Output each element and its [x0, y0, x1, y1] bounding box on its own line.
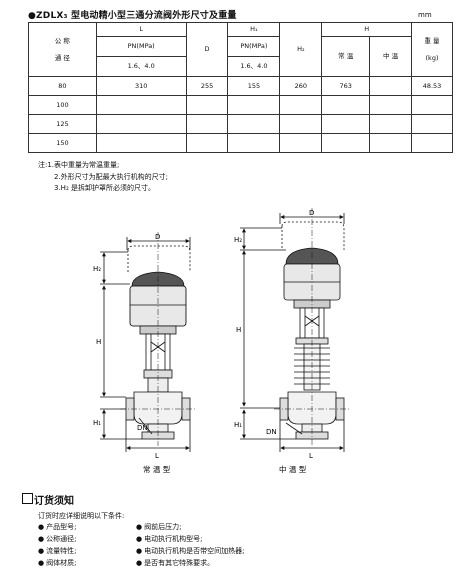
- header-L: L: [95, 22, 187, 37]
- note-2: 2.外形尺寸为配最大执行机构的尺寸;: [54, 172, 169, 181]
- dim-label-H1-left: H₁: [93, 419, 101, 427]
- table-row: 125: [28, 114, 453, 134]
- header-L-pn: PN(MPa): [95, 36, 187, 57]
- figure-caption-medium: 中 温 型: [279, 464, 307, 474]
- dim-label-D-right: D: [309, 209, 314, 217]
- note-3: 3.H₂ 是拆卸护罩所必须的尺寸。: [54, 184, 155, 192]
- notes: 注:1.表中重量为常温重量; 2.外形尺寸为配最大执行机构的尺寸; 3.H₂ 是…: [38, 160, 168, 195]
- dim-label-H1-right: H₁: [234, 421, 242, 429]
- medium-temp-valve-drawing: [240, 208, 350, 452]
- bullet-icon: ●: [136, 559, 143, 567]
- list-item: ●阀体材质;: [38, 559, 77, 567]
- dim-label-L-left: L: [155, 452, 159, 460]
- header-H2: H₂: [279, 22, 323, 77]
- table-row: 100: [28, 95, 453, 115]
- list-item: ●公称通径;: [38, 535, 77, 543]
- bullet-icon: ●: [136, 547, 143, 555]
- dim-label-L-right: L: [309, 452, 313, 460]
- bullet-icon: ●: [38, 559, 45, 567]
- header-H-medium: 中 温: [369, 36, 413, 77]
- dim-label-D-left: D: [155, 233, 160, 241]
- header-H1-values: 1.6、4.0: [227, 56, 281, 77]
- header-weight: 重 量 (kg): [411, 22, 453, 77]
- list-item: ●流量特性;: [38, 547, 77, 555]
- list-item: ●阀前后压力;: [136, 523, 182, 531]
- figure-caption-normal: 常 温 型: [143, 465, 171, 474]
- header-H-normal: 常 温: [321, 36, 371, 77]
- page-title: ●ZDLX₃ 型电动精小型三通分流阀外形尺寸及重量: [28, 11, 237, 21]
- header-H1: H₁: [227, 22, 281, 37]
- dim-label-H2-right: H₂: [234, 236, 242, 244]
- order-list-right: ●阀前后压力; ●电动执行机构型号; ●电动执行机构是否带空间加热器; ●是否有…: [136, 521, 244, 569]
- order-list-left: ●产品型号; ●公称通径; ●流量特性; ●阀体材质;: [38, 521, 76, 569]
- checkbox-icon: [22, 493, 33, 504]
- list-item: ●电动执行机构型号;: [136, 535, 203, 543]
- bullet-icon: ●: [38, 535, 45, 543]
- dim-label-DN-left: DN: [137, 424, 148, 432]
- order-intro: 订货时应详细说明以下条件:: [38, 512, 125, 520]
- list-item: ●电动执行机构是否带空间加热器;: [136, 547, 245, 555]
- bullet-icon: ●: [136, 523, 143, 531]
- header-nominal: 公 称 通 径: [28, 22, 97, 77]
- normal-temp-valve-drawing: [100, 232, 196, 452]
- dim-label-H2-left: H₂: [93, 265, 101, 273]
- header-D: D: [185, 22, 229, 77]
- header-H1-pn: PN(MPa): [227, 36, 281, 57]
- bullet-icon: ●: [38, 523, 45, 531]
- dimension-table: 公 称 通 径 L D H₁ H₂ H 重 量 (kg) PN(MPa) PN(…: [28, 22, 453, 153]
- dim-label-H-right: H: [236, 326, 241, 334]
- table-row: 150: [28, 133, 453, 153]
- list-item: ●产品型号;: [38, 523, 77, 531]
- order-heading: 订货须知: [34, 496, 74, 507]
- unit-label: mm: [418, 11, 432, 19]
- header-H: H: [321, 22, 413, 37]
- dim-label-DN-right: DN: [266, 428, 277, 436]
- bullet-icon: ●: [38, 547, 45, 555]
- bullet-icon: ●: [136, 535, 143, 543]
- list-item: ●是否有其它特殊要求。: [136, 559, 215, 567]
- dim-label-H-left: H: [96, 338, 101, 346]
- note-1: 注:1.表中重量为常温重量;: [38, 161, 120, 169]
- header-L-values: 1.6、4.0: [95, 56, 187, 77]
- valve-drawings: D H₂ H H₁ DN L 常 温 型 D H₂ H H₁ DN L 中 温 …: [93, 208, 350, 474]
